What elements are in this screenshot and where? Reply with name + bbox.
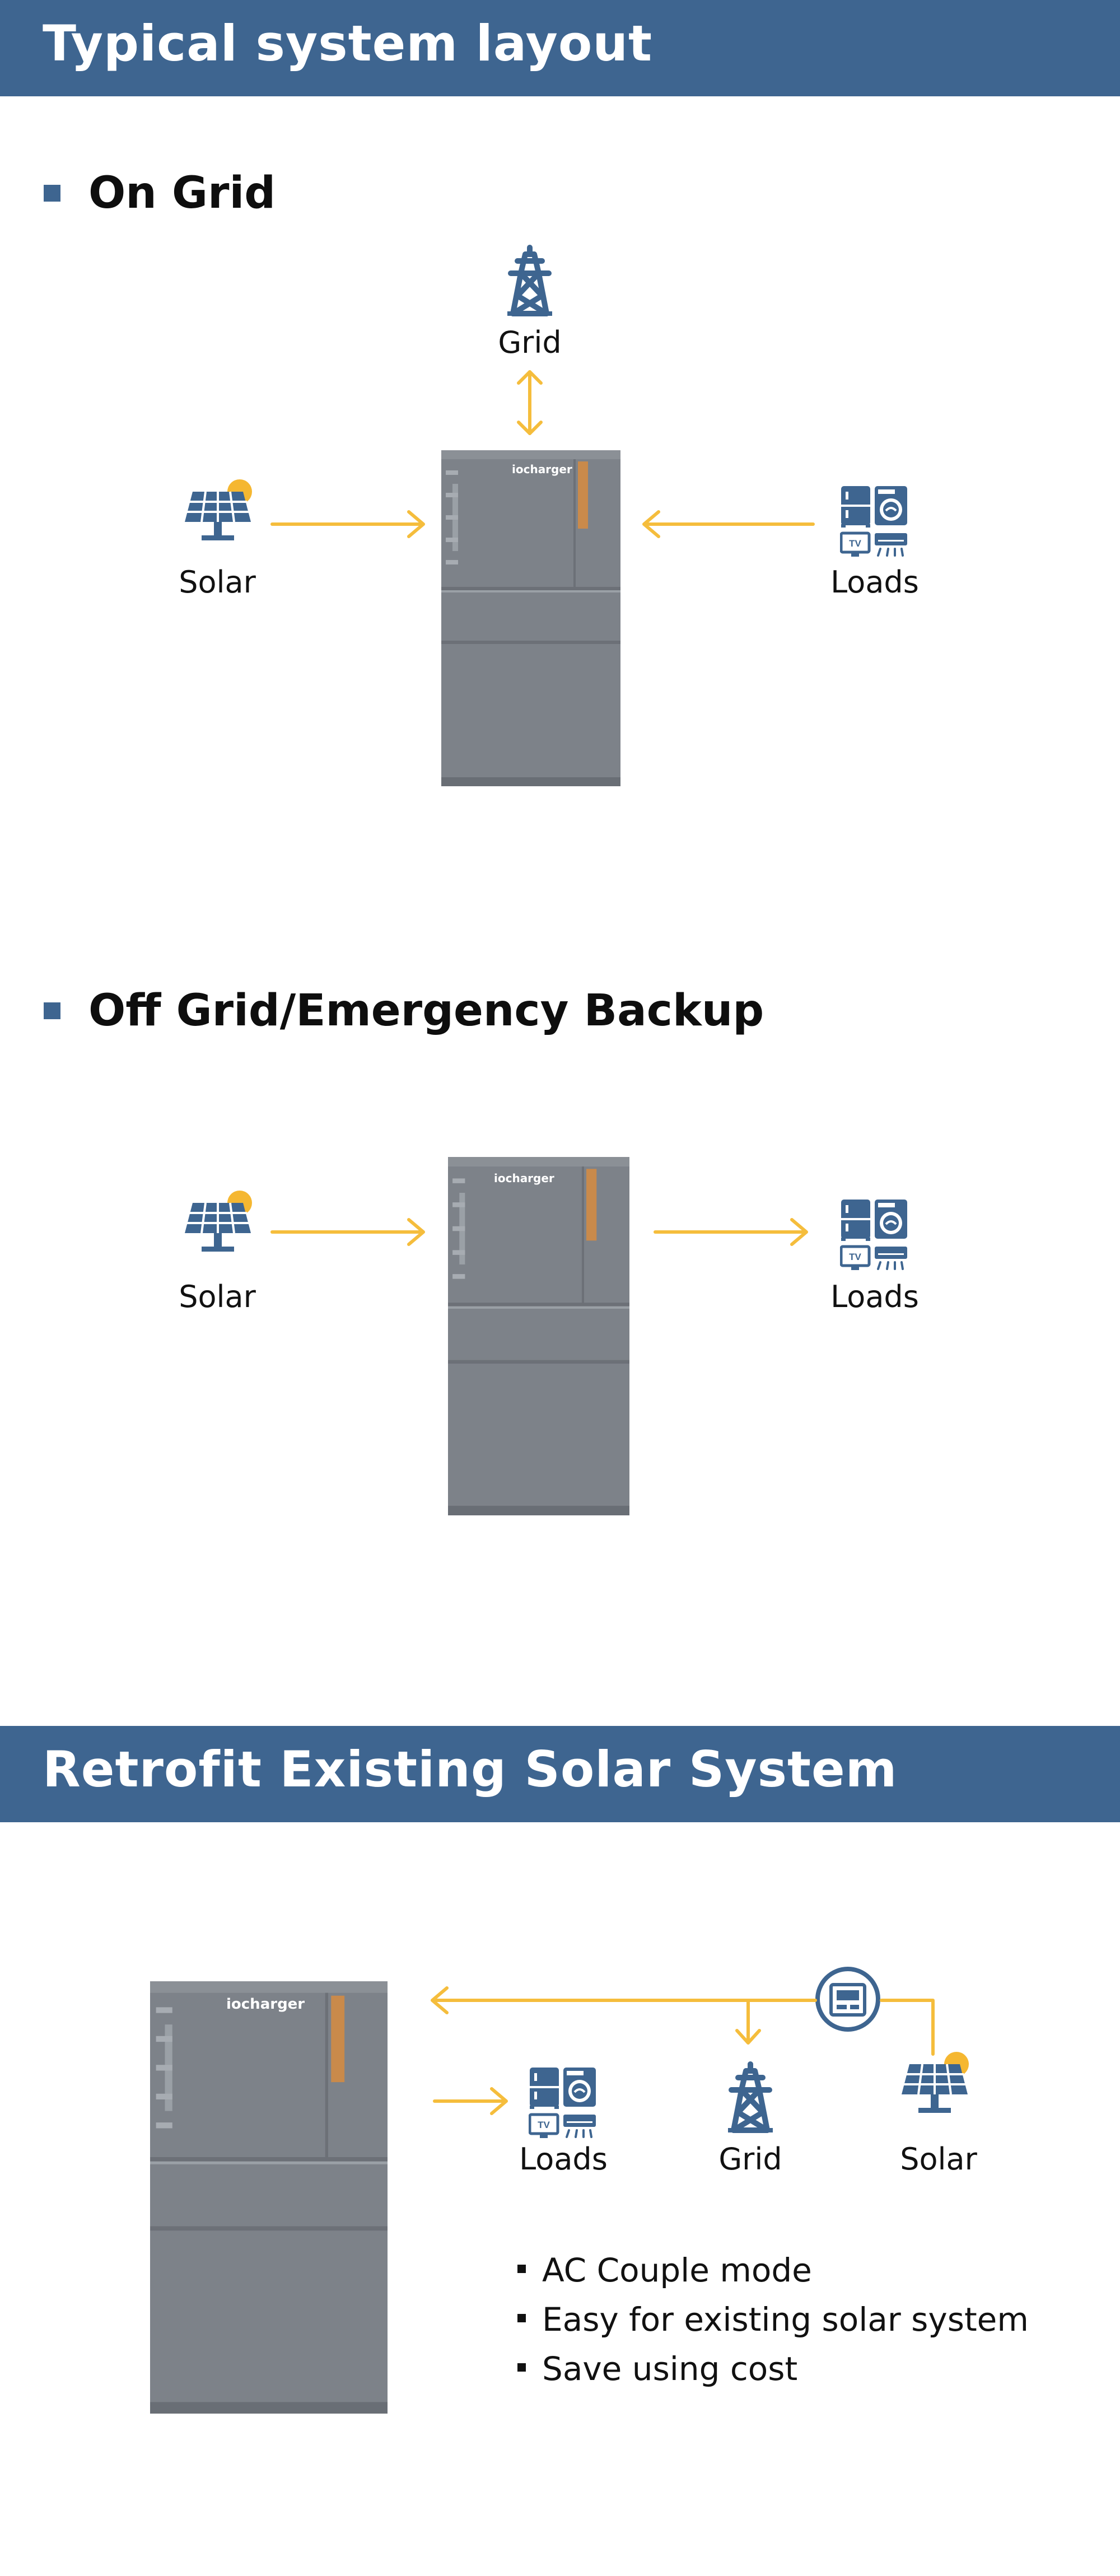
banner-top: Typical system layout (0, 0, 1120, 96)
feature-text: AC Couple mode (542, 2251, 812, 2289)
bullet (517, 2265, 526, 2273)
bullet (517, 2363, 526, 2372)
solar-label: Solar (900, 2141, 977, 2177)
bullet (517, 2314, 526, 2322)
section-title: Off Grid/Emergency Backup (88, 986, 764, 1036)
section-title: On Grid (88, 168, 276, 218)
feature-list: AC Couple mode Easy for existing solar s… (515, 2246, 1029, 2393)
feature-text: Easy for existing solar system (542, 2300, 1029, 2339)
loads-label: Loads (830, 564, 919, 600)
battery-logo: iocharger (512, 463, 572, 476)
battery-logo: iocharger (226, 1996, 305, 2013)
solar-label: Solar (179, 1279, 256, 1314)
feature-text: Save using cost (542, 2350, 798, 2388)
bullet-square (44, 185, 60, 202)
on-grid-heading: On Grid (44, 166, 548, 227)
banner-bottom: Retrofit Existing Solar System (0, 1726, 1120, 1822)
list-item: Easy for existing solar system (515, 2295, 1029, 2344)
grid-label: Grid (718, 2141, 782, 2177)
banner-title: Retrofit Existing Solar System (43, 1740, 898, 1798)
list-item: AC Couple mode (515, 2246, 1029, 2295)
banner-title: Typical system layout (43, 15, 653, 72)
grid-label: Grid (498, 325, 562, 360)
battery-logo: iocharger (494, 1172, 554, 1185)
off-grid-heading: Off Grid/Emergency Backup (44, 983, 828, 1045)
off-grid-arrows (270, 1218, 808, 1246)
list-item: Save using cost (515, 2344, 1029, 2393)
retrofit-arrows (431, 1986, 935, 2115)
solar-label: Solar (179, 564, 256, 600)
on-grid-arrows (270, 370, 815, 538)
loads-label: Loads (519, 2141, 608, 2177)
loads-label: Loads (830, 1279, 919, 1314)
bullet-square (44, 1002, 60, 1019)
